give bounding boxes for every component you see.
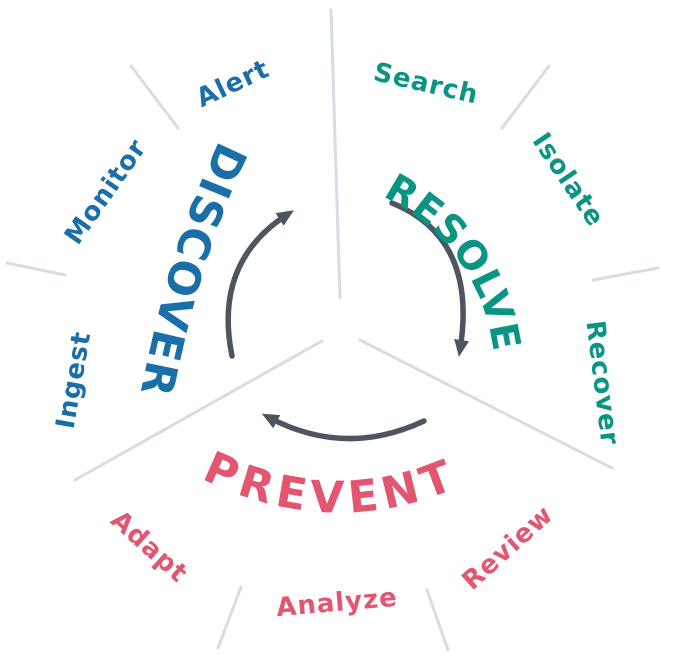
sector-dividers — [5, 8, 660, 652]
sub-label-recover: Recover — [579, 319, 624, 447]
divider-lower-right — [358, 338, 614, 470]
phase-resolve-label: RESOLVE — [377, 166, 528, 355]
phase-resolve-text: RESOLVE — [377, 166, 527, 355]
arrow-discover-to-resolve — [225, 210, 294, 359]
sub-label-adapt: Adapt — [105, 505, 194, 589]
sub-label-isolate: Isolate — [526, 127, 610, 232]
divider-monitor-alert — [129, 64, 180, 130]
phase-prevent-text: PREVENT — [196, 442, 459, 524]
sub-step-labels: Monitor Alert Ingest Search Isolate Reco… — [51, 54, 625, 623]
sub-label-alert: Alert — [192, 54, 274, 114]
sub-label-analyze: Analyze — [275, 583, 399, 624]
divider-top — [329, 8, 342, 300]
cycle-arrows — [225, 200, 469, 442]
divider-adapt-analyze — [216, 585, 243, 650]
divider-isolate-recover — [591, 266, 660, 282]
divider-search-isolate — [500, 64, 551, 130]
sub-label-monitor: Monitor — [59, 134, 153, 251]
phase-prevent-label: PREVENT — [196, 442, 465, 524]
sub-label-review: Review — [457, 500, 560, 597]
divider-lower-left — [73, 339, 324, 482]
divider-review-analyze — [425, 588, 450, 652]
divider-ingest-monitor — [5, 261, 67, 277]
arrow-prevent-to-discover — [261, 413, 427, 442]
sub-label-search: Search — [371, 57, 482, 110]
phase-labels: DISCOVER RESOLVE PREVENT — [129, 135, 528, 524]
arrow-resolve-to-prevent — [389, 200, 469, 357]
sub-label-ingest: Ingest — [51, 329, 98, 431]
